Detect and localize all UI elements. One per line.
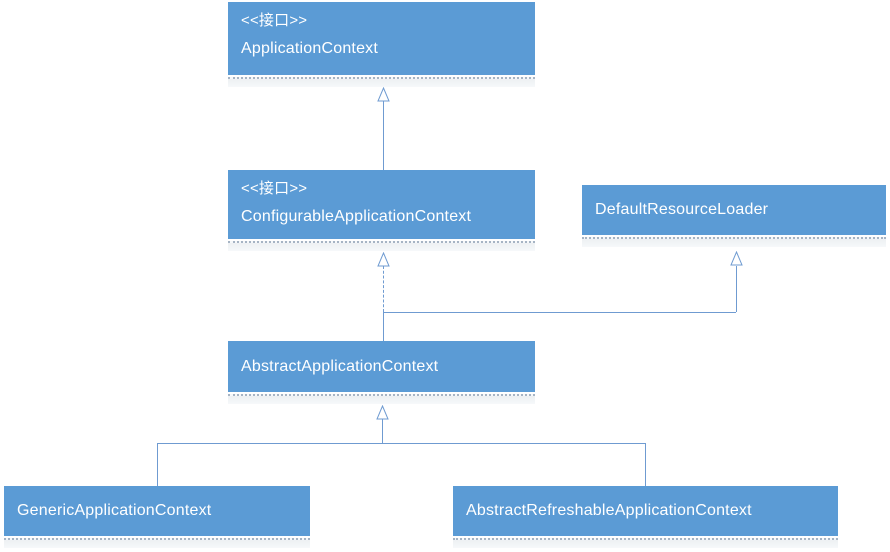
- edge-generalization-abstract-to-resource-loader-vertical: [736, 266, 737, 312]
- class-name: ConfigurableApplicationContext: [241, 208, 472, 225]
- box-shadow: [582, 237, 886, 247]
- edge-children-horizontal-bus: [157, 443, 645, 444]
- class-box-application-context: <<接口>> ApplicationContext: [228, 2, 535, 75]
- class-box-abstract-refreshable-application-context: AbstractRefreshableApplicationContext: [453, 486, 838, 536]
- stereotype-label: <<接口>>: [241, 12, 308, 29]
- edge-generalization-configurable-to-application: [383, 101, 384, 170]
- class-name: GenericApplicationContext: [17, 502, 212, 519]
- class-box-default-resource-loader: DefaultResourceLoader: [582, 185, 886, 235]
- class-box-configurable-application-context: <<接口>> ConfigurableApplicationContext: [228, 170, 535, 239]
- stereotype-label: <<接口>>: [241, 180, 308, 197]
- hollow-triangle-arrowhead: [377, 87, 390, 102]
- hollow-triangle-arrowhead: [730, 251, 743, 266]
- box-shadow: [4, 538, 310, 548]
- edge-generalization-abstract-to-resource-loader-horizontal: [383, 312, 736, 313]
- box-shadow: [228, 77, 535, 87]
- hollow-triangle-arrowhead: [377, 252, 390, 267]
- class-box-abstract-application-context: AbstractApplicationContext: [228, 341, 535, 392]
- class-name: ApplicationContext: [241, 40, 379, 57]
- class-name: DefaultResourceLoader: [595, 201, 769, 218]
- class-name: AbstractApplicationContext: [241, 357, 439, 375]
- edge-abstract-refreshable-riser: [645, 443, 646, 486]
- box-shadow: [228, 394, 535, 404]
- edge-generic-application-context-riser: [157, 443, 158, 486]
- edge-realization-abstract-to-configurable: [383, 266, 384, 312]
- edge-stem-to-abstract-application-context: [382, 419, 383, 443]
- edge-stem-abstract-application-context: [383, 312, 384, 341]
- box-shadow: [453, 538, 838, 548]
- hollow-triangle-arrowhead: [376, 405, 389, 420]
- box-shadow: [228, 241, 535, 251]
- class-name: AbstractRefreshableApplicationContext: [466, 502, 752, 519]
- class-box-generic-application-context: GenericApplicationContext: [4, 486, 310, 536]
